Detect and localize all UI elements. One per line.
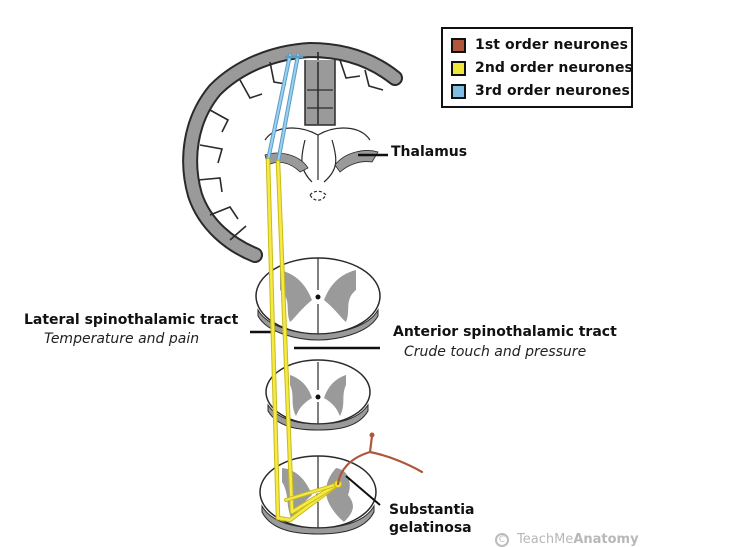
legend-label: 1st order neurones [475, 37, 629, 53]
anterior-tract-title: Anterior spinothalamic tract [393, 324, 617, 340]
thalamus-region [264, 127, 388, 201]
legend: 1st order neurones 2nd order neurones 3r… [441, 27, 633, 108]
lateral-tract-subtitle: Temperature and pain [44, 331, 200, 347]
legend-item-second-order: 2nd order neurones [451, 58, 633, 78]
anterior-tract-subtitle: Crude touch and pressure [404, 344, 587, 360]
third-order-neurone-pathway [266, 53, 304, 164]
spinal-cord-section-middle [265, 359, 371, 431]
watermark-prefix: TeachMe [517, 532, 574, 547]
substantia-label-line1: Substantia [389, 502, 475, 518]
legend-swatch-first-order [451, 37, 466, 53]
legend-label: 3rd order neurones [475, 83, 630, 99]
legend-label: 2nd order neurones [475, 60, 633, 76]
legend-item-third-order: 3rd order neurones [451, 81, 630, 101]
substantia-label-line2: gelatinosa [389, 520, 472, 536]
second-order-neurone-pathway [265, 157, 342, 523]
legend-swatch-second-order [451, 60, 466, 76]
brain-cortex [182, 41, 403, 263]
legend-swatch-third-order [451, 83, 466, 99]
lateral-tract-title: Lateral spinothalamic tract [24, 312, 239, 328]
legend-item-first-order: 1st order neurones [451, 35, 628, 55]
thalamus-label: Thalamus [391, 144, 468, 160]
copyright-icon: C [495, 532, 509, 547]
spinal-cord-section-upper [250, 257, 381, 341]
watermark-suffix: Anatomy [573, 532, 639, 547]
first-order-neurone-pathway [336, 432, 424, 486]
